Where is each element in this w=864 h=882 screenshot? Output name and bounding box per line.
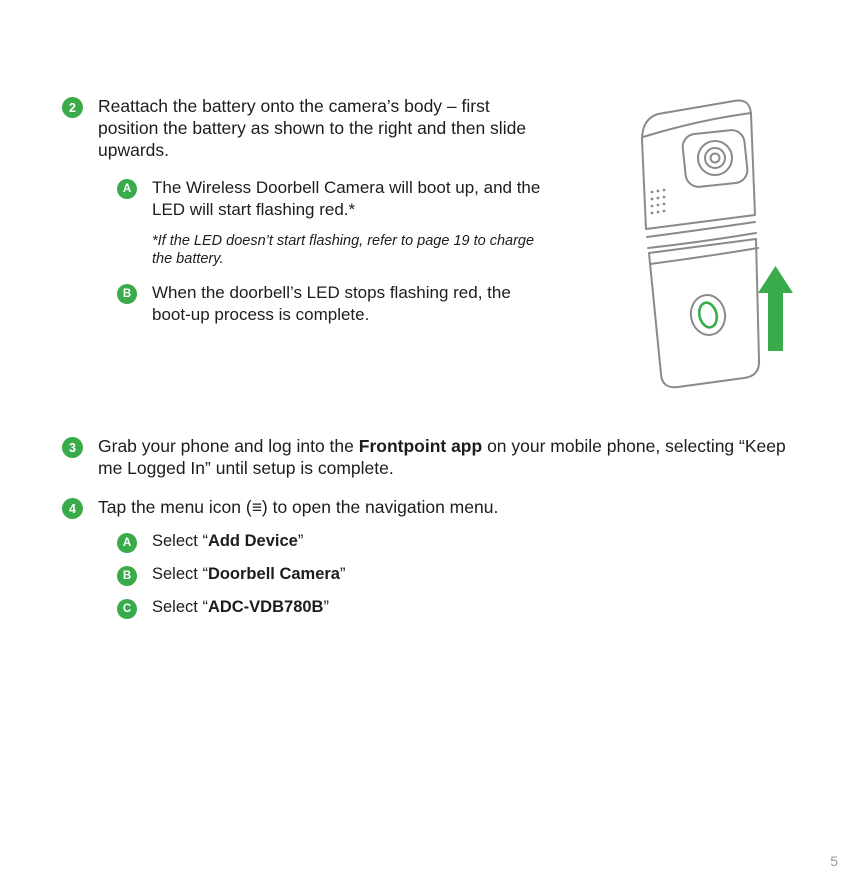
step-4-items: A Select “Add Device” B Select “Doorbell…	[117, 531, 498, 619]
item-a-prefix: Select “	[152, 532, 208, 550]
item-b-suffix: ”	[339, 565, 346, 583]
doorbell-camera-illustration	[641, 99, 761, 389]
item-a-badge: A	[117, 533, 137, 553]
substep-b-badge: B	[117, 284, 137, 304]
slide-up-arrow-icon	[758, 266, 793, 351]
step-4-badge: 4	[62, 498, 83, 519]
step-3-text: Grab your phone and log into the Frontpo…	[98, 435, 788, 479]
substep-a-text: The Wireless Doorbell Camera will boot u…	[152, 178, 541, 219]
item-a-bold: Add Device	[207, 532, 298, 550]
substep-a-badge: A	[117, 179, 137, 199]
item-c-badge: C	[117, 599, 137, 619]
step-3-text-after: on your mobile phone, selecting “Keep me…	[98, 436, 786, 478]
item-b-badge: B	[117, 566, 137, 586]
step-3-badge: 3	[62, 437, 83, 458]
doorbell-figure	[628, 96, 804, 398]
substep-b: B When the doorbell’s LED stops flashing…	[117, 282, 550, 326]
page-number: 5	[830, 853, 838, 869]
step-2-body: Reattach the battery onto the camera’s b…	[98, 95, 550, 338]
item-b-bold: Doorbell Camera	[207, 565, 340, 583]
step-2-text: Reattach the battery onto the camera’s b…	[98, 96, 527, 160]
step-2: 2 Reattach the battery onto the camera’s…	[62, 95, 864, 338]
substep-a-body: The Wireless Doorbell Camera will boot u…	[152, 177, 550, 270]
frontpoint-app-bold: Frontpoint app	[358, 436, 483, 456]
item-b-text: Select “Doorbell Camera”	[152, 564, 345, 585]
menu-item-add-device: A Select “Add Device”	[117, 531, 498, 553]
speaker-dots	[650, 188, 666, 215]
step-4-text: Tap the menu icon (≡) to open the naviga…	[98, 497, 499, 517]
step-3: 3 Grab your phone and log into the Front…	[62, 435, 864, 479]
step-2-badge: 2	[62, 97, 83, 118]
item-a-text: Select “Add Device”	[152, 531, 303, 552]
step-4: 4 Tap the menu icon (≡) to open the navi…	[62, 496, 864, 630]
step-3-text-before: Grab your phone and log into the	[98, 436, 359, 456]
substep-a: A The Wireless Doorbell Camera will boot…	[117, 177, 550, 270]
item-c-suffix: ”	[323, 598, 329, 616]
step-2-substeps: A The Wireless Doorbell Camera will boot…	[117, 177, 550, 326]
led-footnote: *If the LED doesn’t start flashing, refe…	[152, 233, 535, 267]
substep-b-text: When the doorbell’s LED stops flashing r…	[152, 283, 511, 324]
step-4-body: Tap the menu icon (≡) to open the naviga…	[98, 496, 498, 630]
menu-item-adc-vdb780b: C Select “ADC-VDB780B”	[117, 597, 498, 619]
item-c-text: Select “ADC-VDB780B”	[152, 597, 329, 618]
item-c-prefix: Select “	[152, 598, 208, 616]
item-a-suffix: ”	[297, 532, 304, 550]
item-b-prefix: Select “	[152, 565, 208, 583]
menu-item-doorbell-camera: B Select “Doorbell Camera”	[117, 564, 498, 586]
item-c-bold: ADC-VDB780B	[207, 598, 324, 616]
